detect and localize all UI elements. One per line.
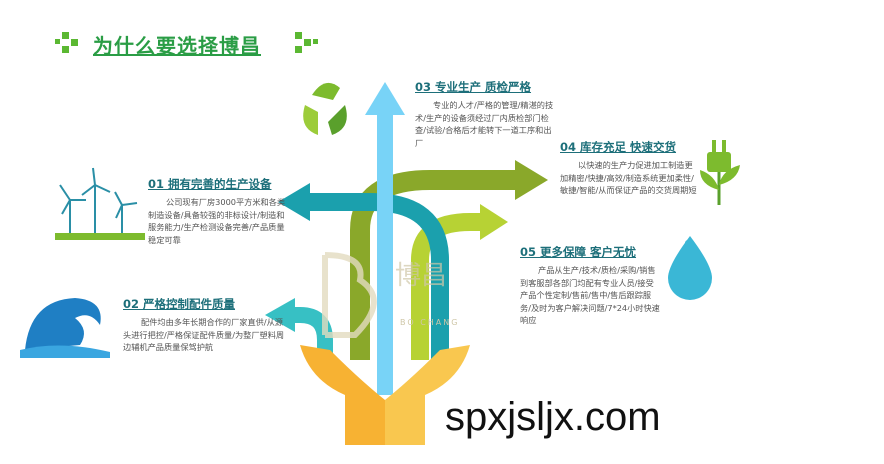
watermark-logo	[322, 252, 377, 338]
recycle-icon	[303, 82, 347, 135]
item-04-body: 以快速的生产力促进加工制造更加精密/快捷/高效/制造系统更加柔性/敏捷/智能/从…	[560, 160, 697, 195]
item-01: 01 拥有完善的生产设备 公司现有厂房3000平方米和各类制造设备/具备较强的非…	[148, 176, 288, 246]
arrow-02-head	[265, 298, 295, 332]
item-05: 05 更多保障 客户无忧 产品从生产/技术/质检/采购/销售到客服部各部门均配有…	[520, 244, 660, 327]
watermark-subtext: BO CHANG	[400, 318, 460, 327]
item-04: 04 库存充足 快速交货 以快速的生产力促进加工制造更加精密/快捷/高效/制造系…	[560, 139, 700, 197]
grass-icon	[55, 233, 145, 240]
item-02-heading: 02 严格控制配件质量	[123, 297, 236, 311]
item-03-body: 专业的人才/严格的管理/精湛的技术/生产的设备须经过厂内质检部门检查/试验/合格…	[415, 100, 554, 148]
watermark-text: 博昌	[395, 261, 448, 291]
site-url: spxjslјx.com	[445, 395, 661, 439]
item-03: 03 专业生产 质检严格 专业的人才/严格的管理/精湛的技术/生产的设备须经过厂…	[415, 79, 557, 149]
page-title: 为什么要选择博昌	[93, 34, 261, 58]
item-05-body: 产品从生产/技术/质检/采购/销售到客服部各部门均配有专业人员/接受产品个性定制…	[520, 265, 660, 325]
item-02: 02 严格控制配件质量 配件均由多年长期合作的厂家直供/从源头进行把控/严格保证…	[123, 296, 286, 354]
arrow-05-head	[480, 204, 508, 240]
plug-icon	[700, 140, 740, 205]
hands-icon	[300, 345, 470, 445]
arrow-01	[305, 193, 449, 360]
wave-icon	[20, 298, 110, 358]
droplet-small-icon	[685, 240, 691, 246]
item-04-heading: 04 库存充足 快速交货	[560, 140, 677, 154]
arrow-03-head	[365, 82, 405, 115]
arrow-02	[290, 307, 333, 370]
item-01-heading: 01 拥有完善的生产设备	[148, 177, 272, 191]
arrow-01-head	[278, 183, 310, 221]
title-deco-right-icon	[295, 32, 318, 53]
item-02-body: 配件均由多年长期合作的厂家直供/从源头进行把控/严格保证配件质量/为整厂塑料周边…	[123, 317, 285, 352]
item-05-heading: 05 更多保障 客户无忧	[520, 245, 637, 259]
title-deco-left-icon	[55, 32, 78, 53]
item-01-body: 公司现有厂房3000平方米和各类制造设备/具备较强的非标设计/制造和服务能力/生…	[148, 197, 286, 245]
item-03-heading: 03 专业生产 质检严格	[415, 80, 532, 94]
windmill-icon	[59, 167, 138, 235]
arrow-04-head	[515, 160, 548, 200]
droplet-icon	[668, 236, 712, 300]
arrow-03	[377, 110, 393, 395]
